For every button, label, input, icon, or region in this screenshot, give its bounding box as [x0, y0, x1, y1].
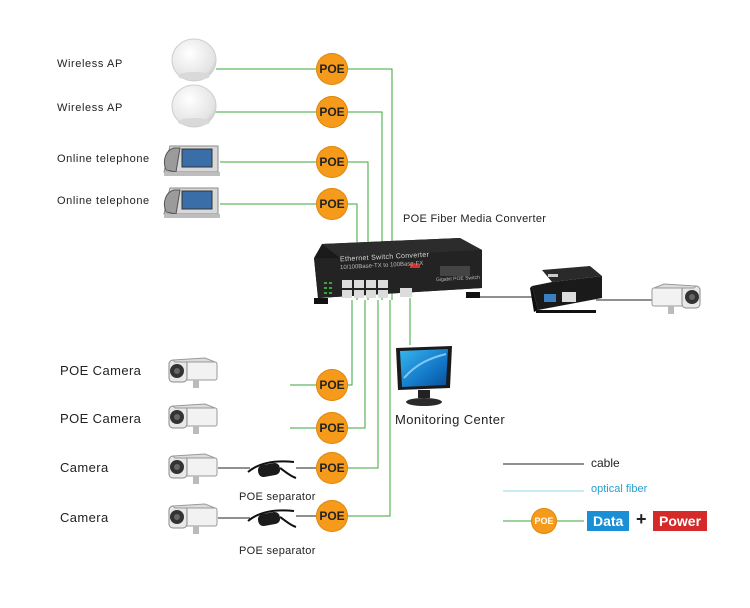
link-poe-2-switch [348, 111, 383, 300]
legend-plus: + [636, 509, 647, 529]
bullet-camera-icon [168, 503, 218, 534]
link-poe-1-switch [348, 68, 393, 300]
link-poe-7-switch [348, 300, 379, 469]
label-monitoring-center: Monitoring Center [395, 412, 506, 427]
wireless-ap-icon [171, 84, 217, 128]
bullet-camera-icon [168, 403, 218, 434]
ip-telephone-icon [163, 145, 220, 176]
fiber-media-converter-icon [530, 266, 602, 313]
link-poe-6-switch [348, 300, 366, 429]
legend-cable-label: cable [591, 456, 620, 470]
poe-badge: POE [316, 452, 348, 484]
label-online-telephone-2: Online telephone [57, 195, 150, 207]
wireless-ap-icon [171, 38, 217, 82]
poe-separator-icon [247, 509, 297, 528]
link-poe-5-switch [348, 300, 353, 386]
label-poe-camera-1: POE Camera [60, 363, 142, 378]
label-poe-camera-2: POE Camera [60, 411, 142, 426]
label-poe-separator-1: POE separator [239, 491, 316, 503]
label-online-telephone-1: Online telephone [57, 153, 150, 165]
poe-badge: POE [316, 146, 348, 178]
legend-poe-badge: POE [531, 508, 557, 534]
poe-switch-icon [314, 238, 482, 304]
legend-fiber-label: optical fiber [591, 483, 648, 495]
poe-separator-icon [247, 460, 297, 479]
label-camera-2: Camera [60, 510, 109, 525]
link-poe-8-switch [348, 300, 391, 517]
label-poe-separator-2: POE separator [239, 545, 316, 557]
monitor-icon [396, 346, 452, 406]
poe-badge: POE [316, 369, 348, 401]
poe-badge: POE [316, 188, 348, 220]
ip-telephone-icon [163, 187, 220, 218]
legend-power-box: Power [653, 511, 708, 531]
label-camera-1: Camera [60, 460, 109, 475]
poe-badge: POE [316, 53, 348, 85]
label-wireless-ap-2: Wireless AP [57, 102, 123, 114]
poe-badge: POE [316, 500, 348, 532]
bullet-camera-icon [168, 453, 218, 484]
poe-badge: POE [316, 96, 348, 128]
poe-badge: POE [316, 412, 348, 444]
legend-data-box: Data [587, 511, 630, 531]
bullet-camera-icon [651, 283, 701, 314]
label-poe-fiber-media-converter: POE Fiber Media Converter [403, 213, 547, 225]
label-wireless-ap-1: Wireless AP [57, 58, 123, 70]
bullet-camera-icon [168, 357, 218, 388]
